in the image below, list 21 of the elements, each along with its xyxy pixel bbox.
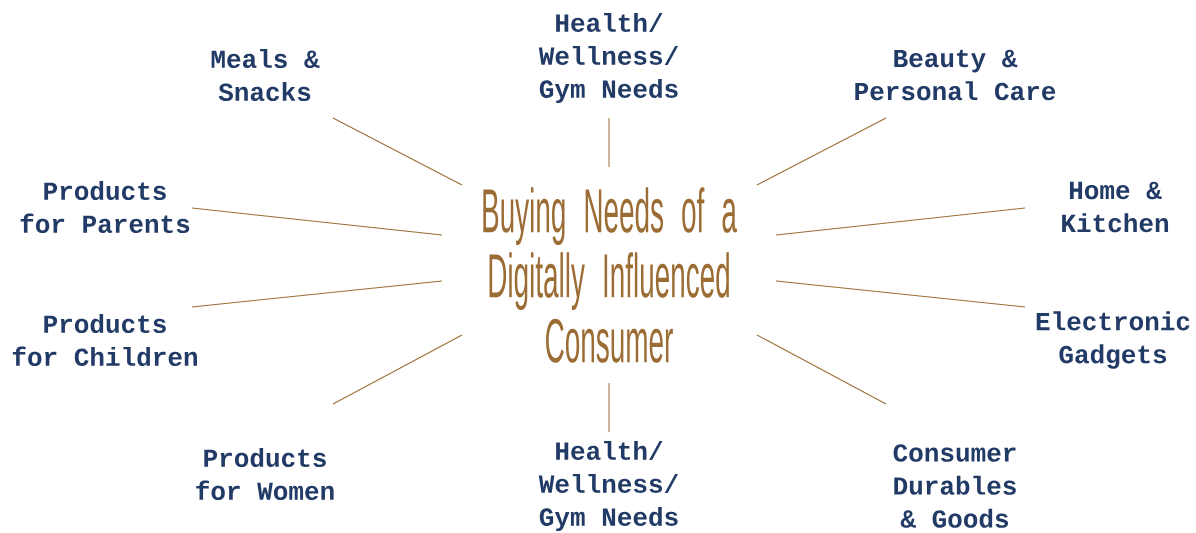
connector-line [191,207,443,236]
connector-line [332,117,463,186]
category-label: Meals & Snacks [211,48,320,102]
connector-line [756,334,887,405]
category-label: Products for Children [12,313,197,367]
category-label: Health/ Wellness/ Gym Needs [538,12,679,104]
connector-line [608,117,610,168]
category-label: Electronic Gadgets [1036,311,1190,369]
connector-line [756,117,887,186]
category-label: Health/ Wellness/ Gym Needs [538,440,679,532]
connector-line [191,280,443,308]
category-label: Consumer Durables & Goods [893,444,1016,528]
central-topic: Buying Needs of a Digitally Influenced Consumer [483,187,737,363]
category-label: Home & Kitchen [1062,181,1169,233]
category-label: Beauty & Personal Care [855,49,1056,101]
connector-line [332,334,463,405]
category-label: Products for Parents [20,180,190,234]
connector-line [775,207,1026,236]
category-label: Products for Women [196,447,334,501]
connector-line [775,280,1026,308]
connector-line [608,382,610,433]
